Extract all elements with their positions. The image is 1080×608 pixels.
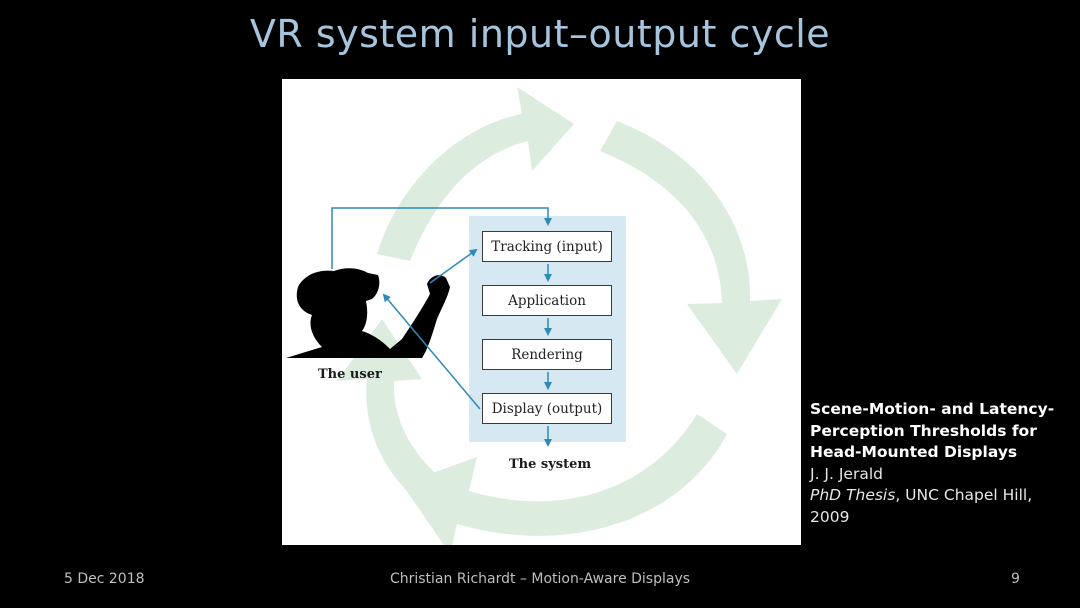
citation-author: J. J. Jerald [810,464,883,483]
system-label: The system [509,457,592,472]
flow-arrows [331,207,552,447]
cycle-arrow-left [337,319,442,504]
rendering-box: Rendering [482,339,612,370]
citation-title: Scene-Motion- and Latency-Perception Thr… [810,400,1055,461]
cycle-arrow-right [600,121,782,374]
citation-venue: PhD Thesis, UNC Chapel Hill, 2009 [810,485,1070,528]
cycle-arrows [337,87,782,545]
footer-center: Christian Richardt – Motion-Aware Displa… [389,571,691,587]
citation: Scene-Motion- and Latency-Perception Thr… [810,399,1070,528]
arrow-hand-to-tracking [429,248,478,284]
citation-venue-italic: PhD Thesis [810,486,896,504]
slide-title: VR system input–output cycle [249,12,831,56]
application-box: Application [482,285,612,316]
arrow-display-to-user [382,293,481,410]
arrow-head-to-tracking [331,207,552,269]
footer-date: 5 Dec 2018 [64,571,145,587]
citation-venue-rest: , UNC Chapel Hill, 2009 [810,486,1033,526]
vr-cycle-figure: Tracking (input) Application Rendering D… [282,79,801,545]
user-silhouette [286,268,450,358]
page-number: 9 [1011,571,1020,587]
display-box: Display (output) [482,393,612,424]
tracking-box: Tracking (input) [482,231,612,262]
cycle-arrow-bottom [402,414,727,545]
user-label: The user [318,367,382,382]
cycle-arrow-top [377,87,574,261]
